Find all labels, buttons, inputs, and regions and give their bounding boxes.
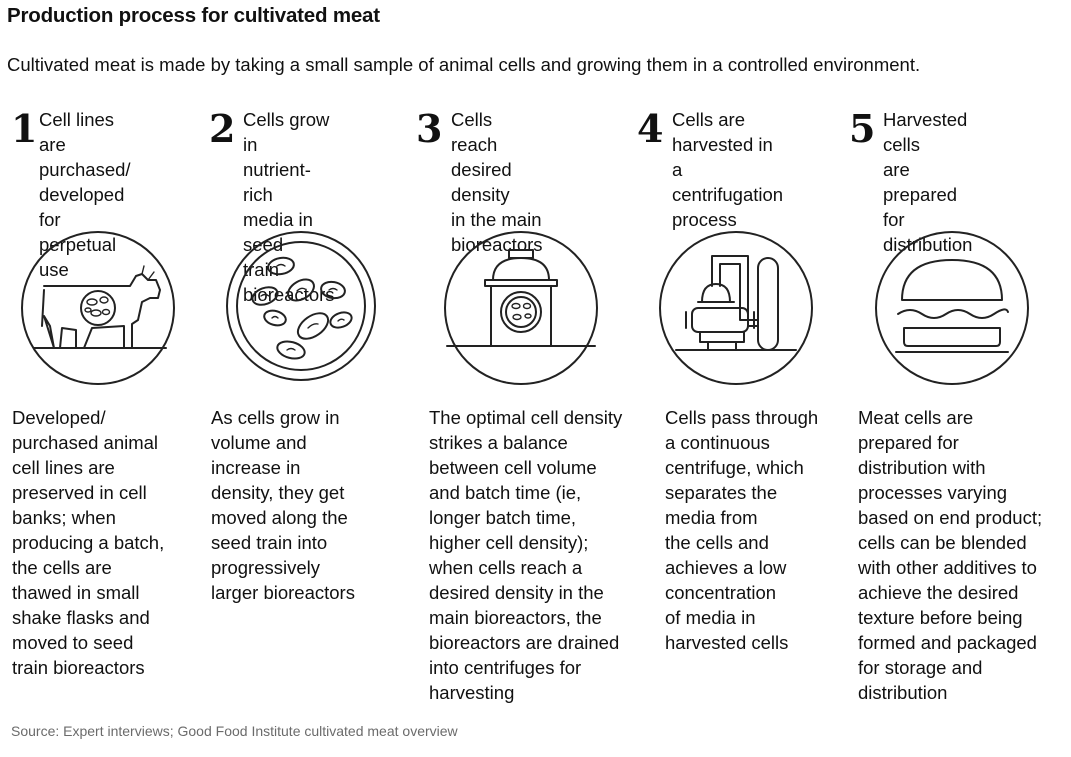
step-2-title: Cells grow in nutrient-rich media in see… xyxy=(243,109,335,305)
step-4-title: Cells are harvested in a centrifugation … xyxy=(672,109,784,230)
cow-icon xyxy=(20,230,176,386)
step-1-title: Cell lines are purchased/ developed for … xyxy=(39,109,131,280)
step-2-number: 2 xyxy=(209,106,236,151)
page-subtitle: Cultivated meat is made by taking a smal… xyxy=(7,54,921,75)
step-1-number: 1 xyxy=(11,106,38,151)
step-3-number: 3 xyxy=(416,106,443,151)
cells-dish-icon xyxy=(225,230,377,382)
burger-icon xyxy=(874,230,1030,386)
step-5-title: Harvested cells are prepared for distrib… xyxy=(883,109,973,255)
centrifuge-icon xyxy=(658,230,814,386)
step-3-title: Cells reach desired density in the main … xyxy=(451,109,543,255)
step-3-description: The optimal cell density strikes a balan… xyxy=(429,407,623,703)
step-5-description: Meat cells are prepared for distribution… xyxy=(858,407,1043,703)
step-4-number: 4 xyxy=(637,106,664,151)
step-4-description: Cells pass through a continuous centrifu… xyxy=(665,407,819,653)
step-2-description: As cells grow in volume and increase in … xyxy=(211,407,355,603)
bioreactor-icon xyxy=(443,230,599,386)
step-1-description: Developed/ purchased animal cell lines a… xyxy=(12,407,165,678)
source-note: Source: Expert interviews; Good Food Ins… xyxy=(11,723,458,739)
step-5-number: 5 xyxy=(849,106,876,151)
page-title: Production process for cultivated meat xyxy=(7,4,380,27)
